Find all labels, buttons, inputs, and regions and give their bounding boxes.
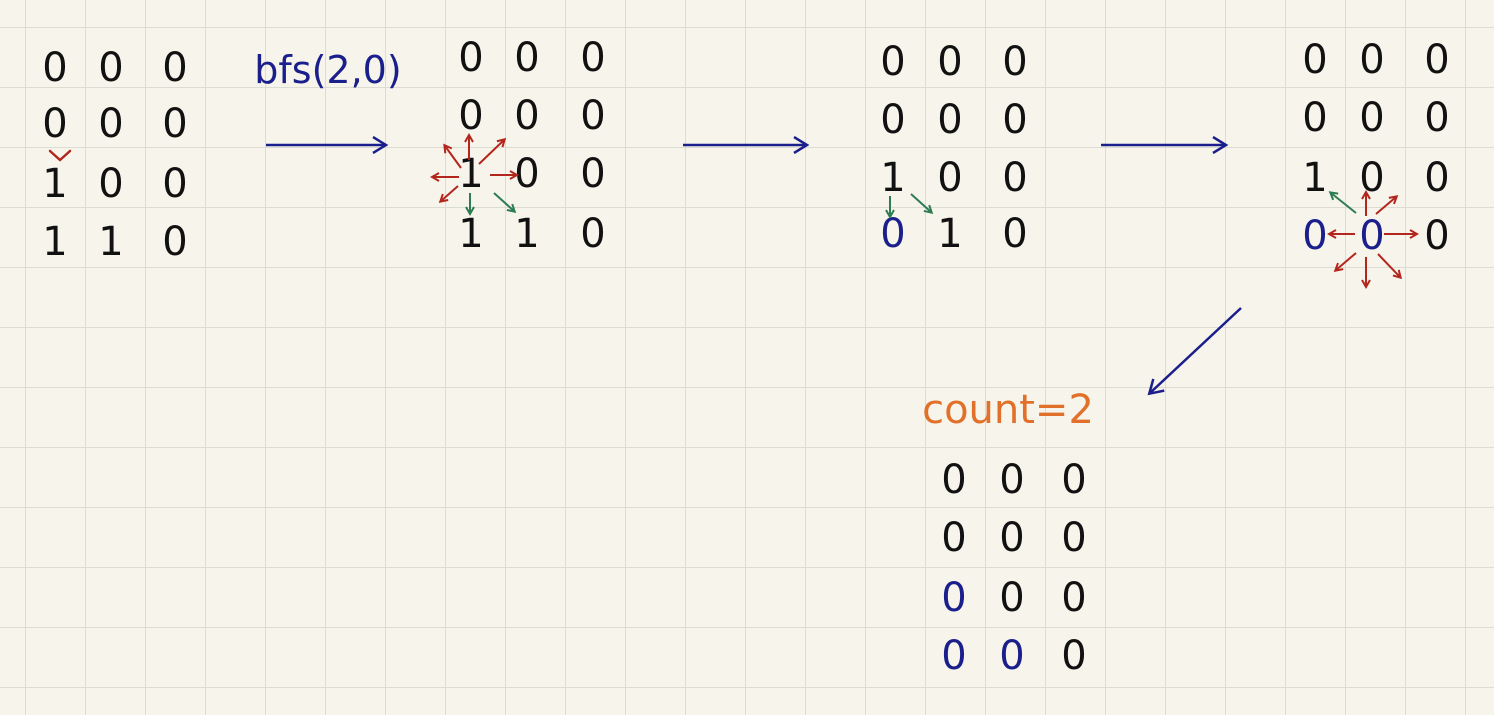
cell-r3-c0: 0 <box>1302 213 1327 259</box>
transition-arrow-4 <box>1150 307 1242 393</box>
count-label: count=2 <box>922 387 1094 433</box>
red-arrow-up-left <box>445 146 462 169</box>
red-arrow-down-left <box>1336 252 1357 270</box>
cell-r1-c2: 0 <box>162 101 187 147</box>
cell-r3-c2: 0 <box>1002 211 1027 257</box>
cell-r1-c2: 0 <box>1061 515 1086 561</box>
cell-r2-c0: 1 <box>880 155 905 201</box>
cell-r1-c2: 0 <box>1424 95 1449 141</box>
cell-r1-c1: 0 <box>999 515 1024 561</box>
cell-r2-c0: 1 <box>458 151 483 197</box>
cell-r3-c2: 0 <box>1424 213 1449 259</box>
red-arrow-up-right <box>478 140 504 165</box>
cell-r1-c0: 0 <box>458 93 483 139</box>
cell-r2-c1: 0 <box>999 575 1024 621</box>
cell-r1-c0: 0 <box>880 97 905 143</box>
cell-r2-c1: 0 <box>1359 155 1384 201</box>
neighbor-arrows-grid-3 <box>890 193 931 216</box>
cell-r3-c0: 0 <box>880 211 905 257</box>
cell-r2-c0: 0 <box>941 575 966 621</box>
cell-r2-c2: 0 <box>162 161 187 207</box>
cell-r0-c0: 0 <box>941 457 966 503</box>
cell-r0-c1: 0 <box>999 457 1024 503</box>
cell-r3-c1: 1 <box>937 211 962 257</box>
cell-r1-c0: 0 <box>941 515 966 561</box>
cell-r1-c1: 0 <box>514 93 539 139</box>
cell-r2-c1: 0 <box>937 155 962 201</box>
cell-r2-c1: 0 <box>514 151 539 197</box>
green-arrow-down-right <box>493 192 514 211</box>
cell-r1-c2: 0 <box>580 93 605 139</box>
neighbor-arrows-grid-2 <box>433 136 516 213</box>
cell-r1-c0: 0 <box>1302 95 1327 141</box>
cell-r0-c1: 0 <box>98 45 123 91</box>
green-arrow-up-left <box>1331 193 1357 214</box>
start-check-mark <box>48 149 72 162</box>
red-arrow-down-right <box>1377 253 1400 277</box>
bfs-call-label: bfs(2,0) <box>254 48 401 92</box>
cell-r0-c2: 0 <box>1061 457 1086 503</box>
cell-r0-c2: 0 <box>1424 37 1449 83</box>
cell-r2-c2: 0 <box>1061 575 1086 621</box>
cell-r2-c0: 1 <box>1302 155 1327 201</box>
cell-r0-c1: 0 <box>514 35 539 81</box>
cell-r1-c0: 0 <box>42 101 67 147</box>
cell-r0-c2: 0 <box>580 35 605 81</box>
cell-r2-c2: 0 <box>1424 155 1449 201</box>
cell-r0-c2: 0 <box>162 45 187 91</box>
cell-r3-c2: 0 <box>580 211 605 257</box>
cell-r3-c0: 1 <box>458 211 483 257</box>
cell-r3-c2: 0 <box>1061 633 1086 679</box>
red-arrow-down-left <box>441 185 459 201</box>
cell-r1-c2: 0 <box>1002 97 1027 143</box>
neighbor-arrows-grid-4 <box>1330 193 1416 286</box>
cell-r3-c1: 0 <box>999 633 1024 679</box>
cell-r2-c2: 0 <box>1002 155 1027 201</box>
cell-r2-c0: 1 <box>42 161 67 207</box>
cell-r0-c0: 0 <box>42 45 67 91</box>
cell-r1-c1: 0 <box>98 101 123 147</box>
red-arrow-up-right <box>1375 197 1396 215</box>
cell-r2-c1: 0 <box>98 161 123 207</box>
green-arrow-down-right <box>910 193 931 212</box>
cell-r3-c0: 0 <box>941 633 966 679</box>
cell-r0-c0: 0 <box>458 35 483 81</box>
cell-r0-c0: 0 <box>880 39 905 85</box>
cell-r1-c1: 0 <box>937 97 962 143</box>
cell-r3-c1: 1 <box>514 211 539 257</box>
cell-r1-c1: 0 <box>1359 95 1384 141</box>
cell-r0-c2: 0 <box>1002 39 1027 85</box>
cell-r0-c0: 0 <box>1302 37 1327 83</box>
cell-r3-c1: 0 <box>1359 213 1384 259</box>
cell-r0-c1: 0 <box>937 39 962 85</box>
cell-r2-c2: 0 <box>580 151 605 197</box>
cell-r3-c0: 1 <box>42 219 67 265</box>
cell-r3-c1: 1 <box>98 219 123 265</box>
cell-r0-c1: 0 <box>1359 37 1384 83</box>
cell-r3-c2: 0 <box>162 219 187 265</box>
